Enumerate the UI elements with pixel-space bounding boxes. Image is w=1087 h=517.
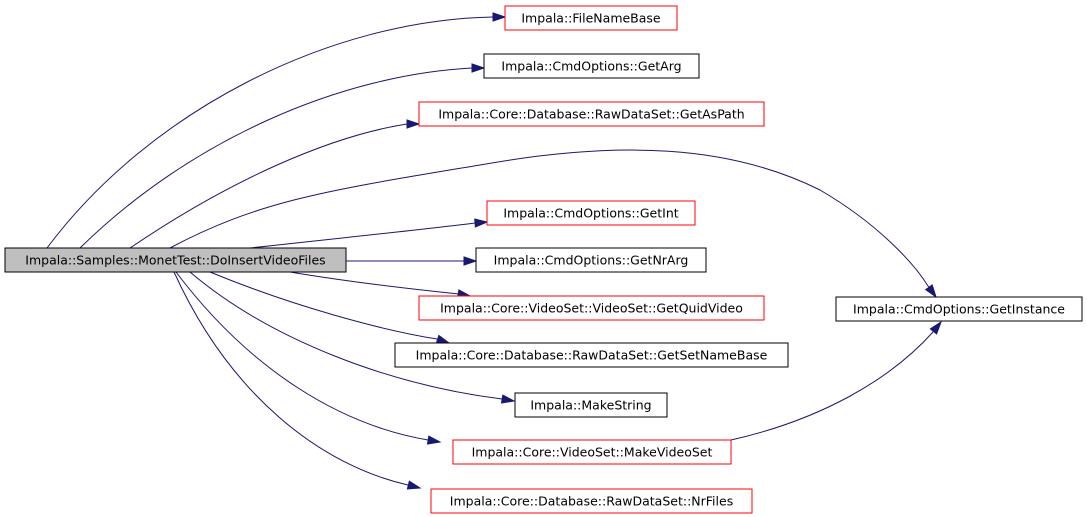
edge-root-to-filenamebase — [46, 12, 507, 249]
edge-root-to-makevideoset — [175, 271, 442, 445]
edge-line — [175, 271, 429, 441]
edge-root-to-getarg — [79, 63, 486, 249]
edge-root-to-getsetnamebase — [209, 271, 451, 344]
node-getinstance-label: Impala::CmdOptions::GetInstance — [853, 302, 1065, 317]
node-getnrarg-label: Impala::CmdOptions::GetNrArg — [494, 253, 689, 268]
arrowhead-icon — [471, 63, 486, 73]
node-getsetnamebase[interactable]: Impala::Core::Database::RawDataSet::GetS… — [394, 342, 789, 368]
node-getquidvideo[interactable]: Impala::Core::VideoSet::VideoSet::GetQui… — [418, 295, 765, 321]
node-getarg-label: Impala::CmdOptions::GetArg — [501, 59, 681, 74]
node-nrfiles[interactable]: Impala::Core::Database::RawDataSet::NrFi… — [430, 488, 753, 514]
node-filenamebase-box — [504, 5, 678, 31]
node-makevideoset-label: Impala::Core::VideoSet::MakeVideoSet — [472, 445, 713, 460]
edge-line — [129, 123, 408, 249]
edge-root-to-nrfiles — [173, 271, 422, 490]
node-getquidvideo-box — [418, 295, 765, 321]
edge-makevideoset-to-getinstance — [730, 320, 942, 441]
nodes-layer: Impala::Samples::MonetTest::DoInsertVide… — [4, 5, 1083, 514]
edge-line — [189, 271, 503, 400]
node-makestring-box — [514, 392, 668, 418]
node-getaspath-label: Impala::Core::Database::RawDataSet::GetA… — [438, 107, 744, 122]
edge-root-to-getinstance — [169, 149, 937, 299]
node-getnrarg[interactable]: Impala::CmdOptions::GetNrArg — [475, 247, 707, 273]
edge-root-to-getint — [249, 218, 489, 249]
node-getsetnamebase-box — [394, 342, 789, 368]
node-getint-box — [486, 200, 696, 226]
edge-line — [46, 16, 494, 249]
arrowhead-icon — [474, 218, 489, 228]
arrowhead-icon — [426, 435, 442, 445]
node-getaspath-box — [418, 101, 765, 127]
edge-line — [169, 149, 929, 287]
arrowhead-icon — [929, 320, 942, 335]
edge-line — [209, 271, 438, 340]
arrowhead-icon — [500, 394, 516, 404]
edge-line — [79, 67, 473, 249]
edge-line — [289, 271, 460, 295]
node-getarg-box — [483, 53, 700, 79]
arrowhead-icon — [463, 256, 478, 266]
edge-root-to-makestring — [189, 271, 516, 404]
edge-root-to-getnrarg — [346, 256, 478, 266]
node-makestring-label: Impala::MakeString — [530, 398, 651, 413]
arrowhead-icon — [406, 119, 421, 129]
node-getint[interactable]: Impala::CmdOptions::GetInt — [486, 200, 696, 226]
arrowhead-icon — [435, 334, 451, 344]
node-getaspath[interactable]: Impala::Core::Database::RawDataSet::GetA… — [418, 101, 765, 127]
node-getsetnamebase-label: Impala::Core::Database::RawDataSet::GetS… — [416, 348, 768, 363]
arrowhead-icon — [406, 480, 422, 490]
arrowhead-icon — [492, 12, 507, 22]
node-nrfiles-label: Impala::Core::Database::RawDataSet::NrFi… — [450, 494, 733, 509]
node-filenamebase-label: Impala::FileNameBase — [521, 11, 661, 26]
node-getarg[interactable]: Impala::CmdOptions::GetArg — [483, 53, 700, 79]
node-makevideoset-box — [452, 439, 732, 465]
node-filenamebase[interactable]: Impala::FileNameBase — [504, 5, 678, 31]
node-getinstance[interactable]: Impala::CmdOptions::GetInstance — [835, 296, 1083, 322]
node-makevideoset[interactable]: Impala::Core::VideoSet::MakeVideoSet — [452, 439, 732, 465]
node-makestring[interactable]: Impala::MakeString — [514, 392, 668, 418]
node-getnrarg-box — [475, 247, 707, 273]
node-root-box — [4, 247, 347, 273]
node-root-label: Impala::Samples::MonetTest::DoInsertVide… — [25, 253, 325, 268]
node-nrfiles-box — [430, 488, 753, 514]
edge-root-to-getquidvideo — [289, 271, 472, 299]
node-root[interactable]: Impala::Samples::MonetTest::DoInsertVide… — [4, 247, 347, 273]
arrowhead-icon — [924, 284, 937, 299]
edge-line — [249, 222, 476, 249]
edge-line — [173, 271, 409, 486]
edge-line — [730, 331, 934, 441]
node-getinstance-box — [835, 296, 1083, 322]
node-getint-label: Impala::CmdOptions::GetInt — [503, 206, 678, 221]
node-getquidvideo-label: Impala::Core::VideoSet::VideoSet::GetQui… — [440, 301, 743, 316]
edge-root-to-getaspath — [129, 119, 421, 249]
